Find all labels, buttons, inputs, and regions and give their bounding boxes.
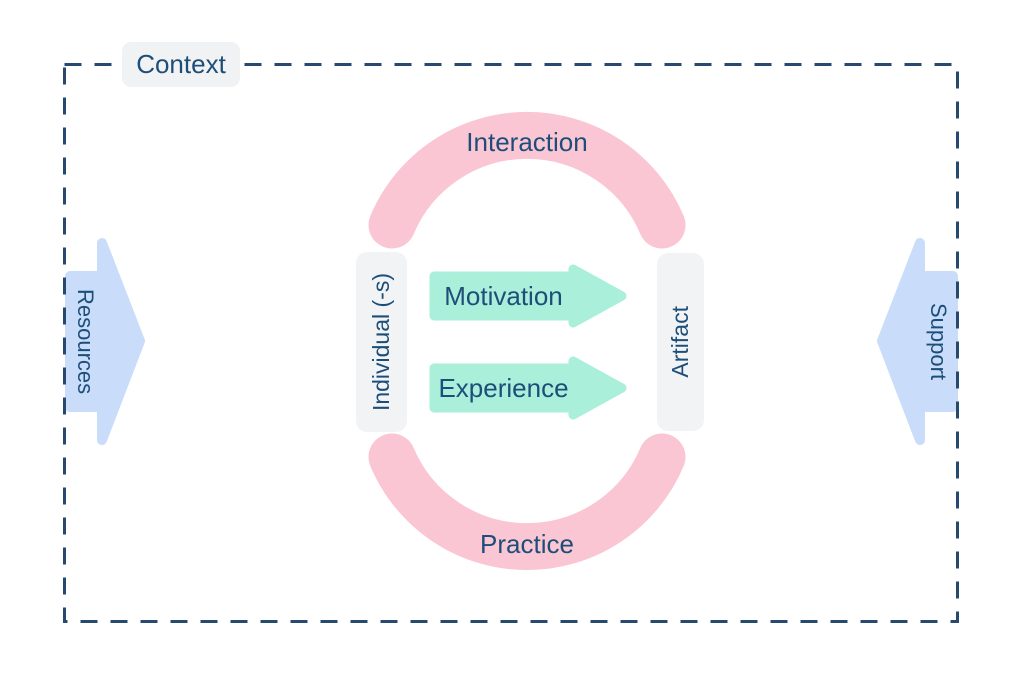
resources-arrow-text: Resources: [73, 289, 98, 395]
resources-arrow-label: Resources: [66, 272, 104, 412]
artifact-box: Artifact: [657, 253, 704, 431]
context-label: Context: [122, 42, 240, 87]
interaction-arc-label: Interaction: [466, 126, 588, 157]
practice-arc-label: Practice: [480, 528, 574, 559]
experience-arrow-label: Experience: [438, 372, 569, 403]
interaction-arc-shape: [368, 111, 686, 249]
artifact-box-label: Artifact: [667, 306, 693, 378]
individual-box: Individual (-s): [356, 252, 407, 432]
support-arrow-text: Support: [926, 303, 951, 381]
support-arrow-label: Support: [919, 272, 957, 412]
support-arrow-shape: [877, 238, 958, 445]
motivation-arrow-shape: [429, 264, 627, 328]
context-dashed-border: [63, 63, 959, 623]
resources-arrow-shape: [65, 238, 145, 445]
motivation-arrow-label: Motivation: [444, 280, 563, 311]
practice-arc-shape: [368, 433, 686, 571]
experience-arrow-shape: [429, 356, 627, 420]
individual-box-label: Individual (-s): [368, 272, 394, 412]
